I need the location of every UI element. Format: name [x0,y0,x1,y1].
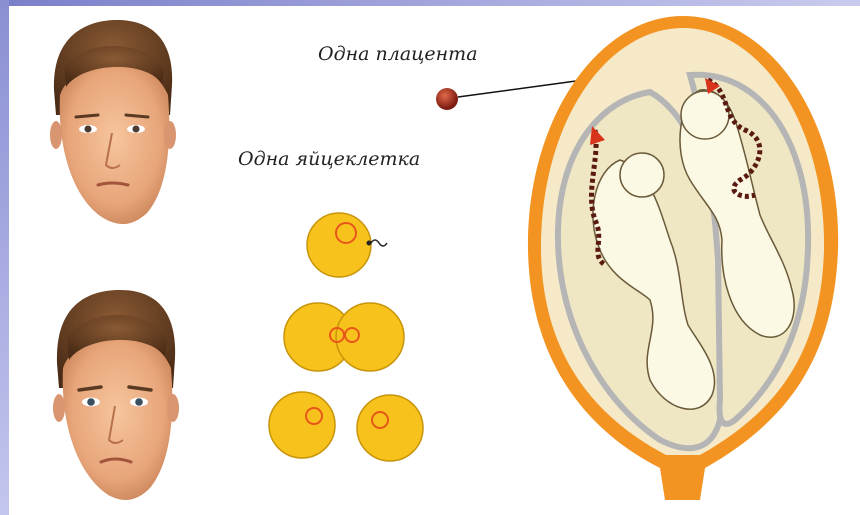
label-one-egg-cell: Одна яйцеклетка [238,148,420,170]
placenta-dot-icon [436,88,458,110]
sperm-icon [371,240,387,246]
single-egg-cell [307,213,387,277]
label-one-placenta: Одна плацента [318,43,478,65]
face-top [50,20,176,224]
separated-cells [269,392,423,461]
two-cell-stage [284,303,404,371]
uterus-diagram [528,16,838,500]
face-bottom [53,290,179,500]
